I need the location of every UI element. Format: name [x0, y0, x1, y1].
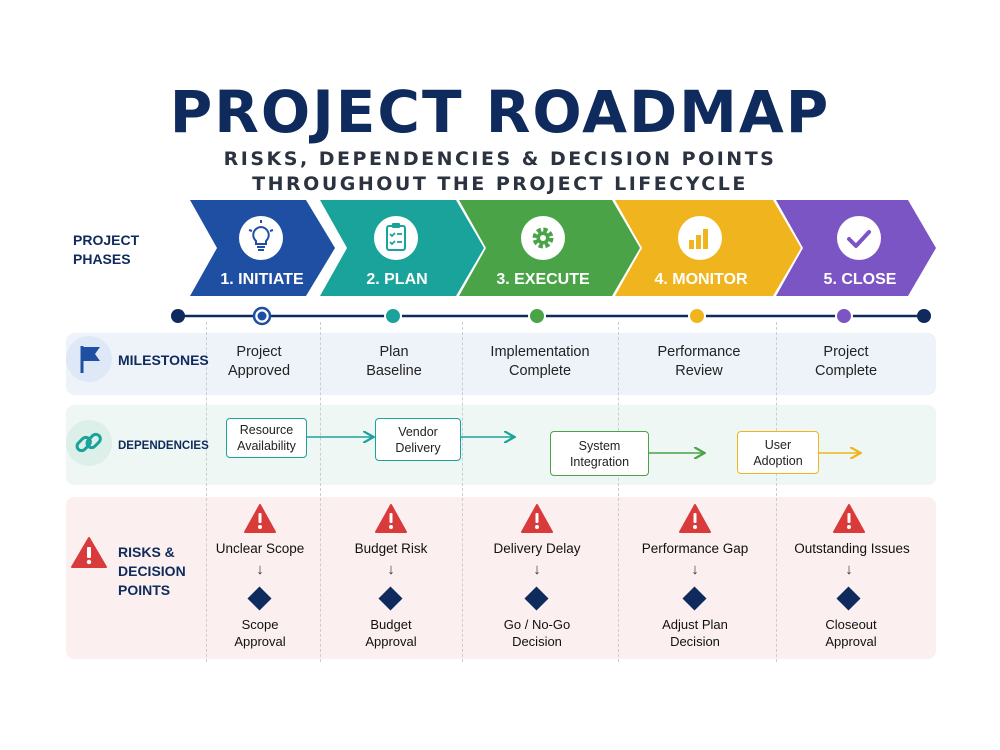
risk-4-down-arrow: ↓	[691, 561, 699, 578]
decision-5-label: Closeout Approval	[781, 616, 921, 650]
checkmark-icon	[837, 216, 881, 260]
risk-4-label: Performance Gap	[641, 541, 749, 556]
risk-2-label: Budget Risk	[354, 541, 428, 556]
decision-3-line-2: Decision	[512, 634, 562, 649]
risks-label-line-2: DECISION	[118, 563, 186, 579]
milestone-5-line-1: Project	[823, 344, 869, 360]
risk-3-warning-icon	[521, 504, 553, 533]
dependency-3-line-1: System	[578, 438, 621, 453]
subtitle-line-1: RISKS, DEPENDENCIES & DECISION POINTS	[223, 148, 777, 170]
milestone-1: Project Approved	[184, 343, 334, 381]
timeline-marker-5[interactable]	[835, 307, 853, 325]
decision-5-line-2: Approval	[825, 634, 877, 649]
decision-4-line-2: Decision	[670, 634, 720, 649]
phases-label-line-1: PROJECT	[73, 232, 140, 248]
milestones-band	[66, 333, 936, 395]
bar-chart-icon	[678, 216, 722, 260]
column-divider	[776, 322, 777, 662]
phases-label-line-2: PHASES	[73, 251, 131, 267]
risk-3-down-arrow: ↓	[533, 561, 541, 578]
column-divider	[320, 322, 321, 662]
dependency-4-line-2: Adoption	[753, 453, 803, 468]
column-divider	[206, 322, 207, 662]
decision-4-line-1: Adjust Plan	[662, 617, 728, 632]
risk-2-down-arrow: ↓	[387, 561, 395, 578]
decision-3-label: Go / No-Go Decision	[467, 616, 607, 650]
dependency-3-line-2: Integration	[569, 454, 630, 469]
risk-1-down-arrow: ↓	[256, 561, 264, 578]
phase-4-label: 4. MONITOR	[654, 271, 747, 288]
dependency-4-line-1: User	[764, 437, 792, 452]
dependency-1-line-1: Resource	[239, 423, 294, 437]
lightbulb-icon	[239, 216, 283, 260]
decision-1-line-2: Approval	[234, 634, 286, 649]
column-divider	[618, 322, 619, 662]
risk-5-warning-icon	[833, 504, 865, 533]
milestone-4-line-2: Review	[675, 363, 723, 379]
gear-icon	[521, 216, 565, 260]
risk-3-label: Delivery Delay	[493, 541, 581, 556]
milestone-1-line-2: Approved	[227, 363, 291, 379]
phase-5-label: 5. CLOSE	[824, 271, 897, 288]
phase-2-label: 2. PLAN	[366, 271, 427, 288]
dependencies-row-label: DEPENDENCIES	[118, 440, 209, 452]
risk-4-warning-icon	[679, 504, 711, 533]
risks-label-line-1: RISKS &	[118, 544, 175, 560]
warning-icon	[71, 537, 107, 568]
milestone-5-line-2: Complete	[814, 363, 878, 379]
decision-3-line-1: Go / No-Go	[503, 617, 571, 632]
dependency-1-line-2: Availability	[237, 439, 296, 453]
dependency-2-line-1: Vendor	[398, 424, 438, 439]
milestone-2-line-1: Plan	[379, 344, 409, 360]
phase-1-label: 1. INITIATE	[220, 271, 304, 288]
dependency-box-2[interactable]: Vendor Delivery	[375, 418, 461, 461]
flag-icon	[80, 346, 100, 373]
decision-1-line-1: Scope	[241, 617, 279, 632]
timeline-marker-4[interactable]	[688, 307, 706, 325]
milestone-3-line-1: Implementation	[490, 344, 590, 360]
risk-5-down-arrow: ↓	[845, 561, 853, 578]
column-divider	[462, 322, 463, 662]
decision-2-line-1: Budget	[370, 617, 412, 632]
milestone-3: Implementation Complete	[465, 343, 615, 381]
phases-row-label: PROJECT PHASES	[73, 231, 139, 269]
decision-4-label: Adjust Plan Decision	[625, 616, 765, 650]
milestone-2-line-2: Baseline	[366, 363, 422, 379]
risks-band	[66, 497, 936, 659]
phase-3-label: 3. EXECUTE	[496, 271, 590, 288]
risk-1-label: Unclear Scope	[215, 541, 305, 556]
timeline-marker-2[interactable]	[384, 307, 402, 325]
dependency-box-4[interactable]: User Adoption	[737, 431, 819, 474]
risk-5-label: Outstanding Issues	[794, 541, 910, 556]
milestone-1-line-1: Project	[236, 344, 282, 360]
decision-1-label: Scope Approval	[190, 616, 330, 650]
phase-chevrons: 1. INITIATE 2. PLAN 3. EXECUTE 4. MONITO…	[171, 200, 936, 326]
decision-2-line-2: Approval	[365, 634, 417, 649]
dependency-2-line-2: Delivery	[395, 440, 441, 455]
subtitle-line-2: THROUGHOUT THE PROJECT LIFECYCLE	[252, 173, 748, 195]
timeline-end-dot	[917, 309, 931, 323]
risk-1-warning-icon	[244, 504, 276, 533]
milestones-row-label: MILESTONES	[118, 352, 209, 368]
milestone-5: Project Complete	[771, 343, 921, 381]
page-title: PROJECT ROADMAP	[169, 78, 831, 146]
timeline-marker-3[interactable]	[528, 307, 546, 325]
milestone-4-line-1: Performance	[657, 344, 741, 360]
milestone-2: Plan Baseline	[319, 343, 469, 381]
milestone-4: Performance Review	[624, 343, 774, 381]
risk-2-warning-icon	[375, 504, 407, 533]
risks-row-label: RISKS & DECISION POINTS	[118, 543, 186, 600]
decision-2-label: Budget Approval	[321, 616, 461, 650]
decision-5-line-1: Closeout	[825, 617, 877, 632]
dependency-box-1[interactable]: Resource Availability	[226, 418, 307, 458]
timeline-start-dot	[171, 309, 185, 323]
risks-label-line-3: POINTS	[118, 582, 171, 598]
clipboard-checklist-icon	[374, 216, 418, 260]
dependency-box-3[interactable]: System Integration	[550, 431, 649, 476]
milestone-3-line-2: Complete	[508, 363, 572, 379]
chain-link-icon	[75, 432, 102, 453]
